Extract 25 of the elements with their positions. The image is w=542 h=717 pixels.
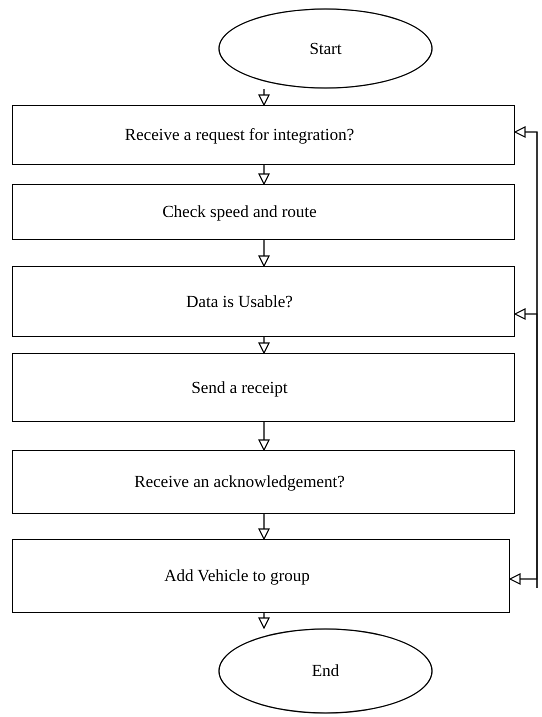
step-label: Send a receipt (191, 378, 288, 398)
terminal-ellipse (218, 8, 433, 89)
arrow (258, 422, 270, 451)
arrow (258, 514, 270, 540)
arrow (258, 89, 270, 106)
step-label: Receive an acknowledgement? (134, 472, 345, 492)
step-label: Start (309, 38, 342, 58)
process-box (12, 184, 515, 240)
arrow (258, 240, 270, 267)
step-label: Receive a request for integration? (124, 125, 354, 145)
process-box (12, 353, 515, 422)
process-box (12, 105, 515, 165)
step-label: Check speed and route (162, 202, 317, 222)
process-box (12, 450, 515, 514)
process-box (12, 539, 510, 613)
terminal-ellipse (218, 628, 433, 714)
arrow (258, 613, 270, 629)
arrow (514, 308, 538, 588)
arrow (258, 165, 270, 185)
arrow (258, 337, 270, 354)
step-label: Data is Usable? (186, 292, 293, 312)
arrow (509, 132, 538, 585)
process-box (12, 266, 515, 337)
step-label: End (312, 661, 340, 681)
step-label: Add Vehicle to group (164, 566, 310, 586)
